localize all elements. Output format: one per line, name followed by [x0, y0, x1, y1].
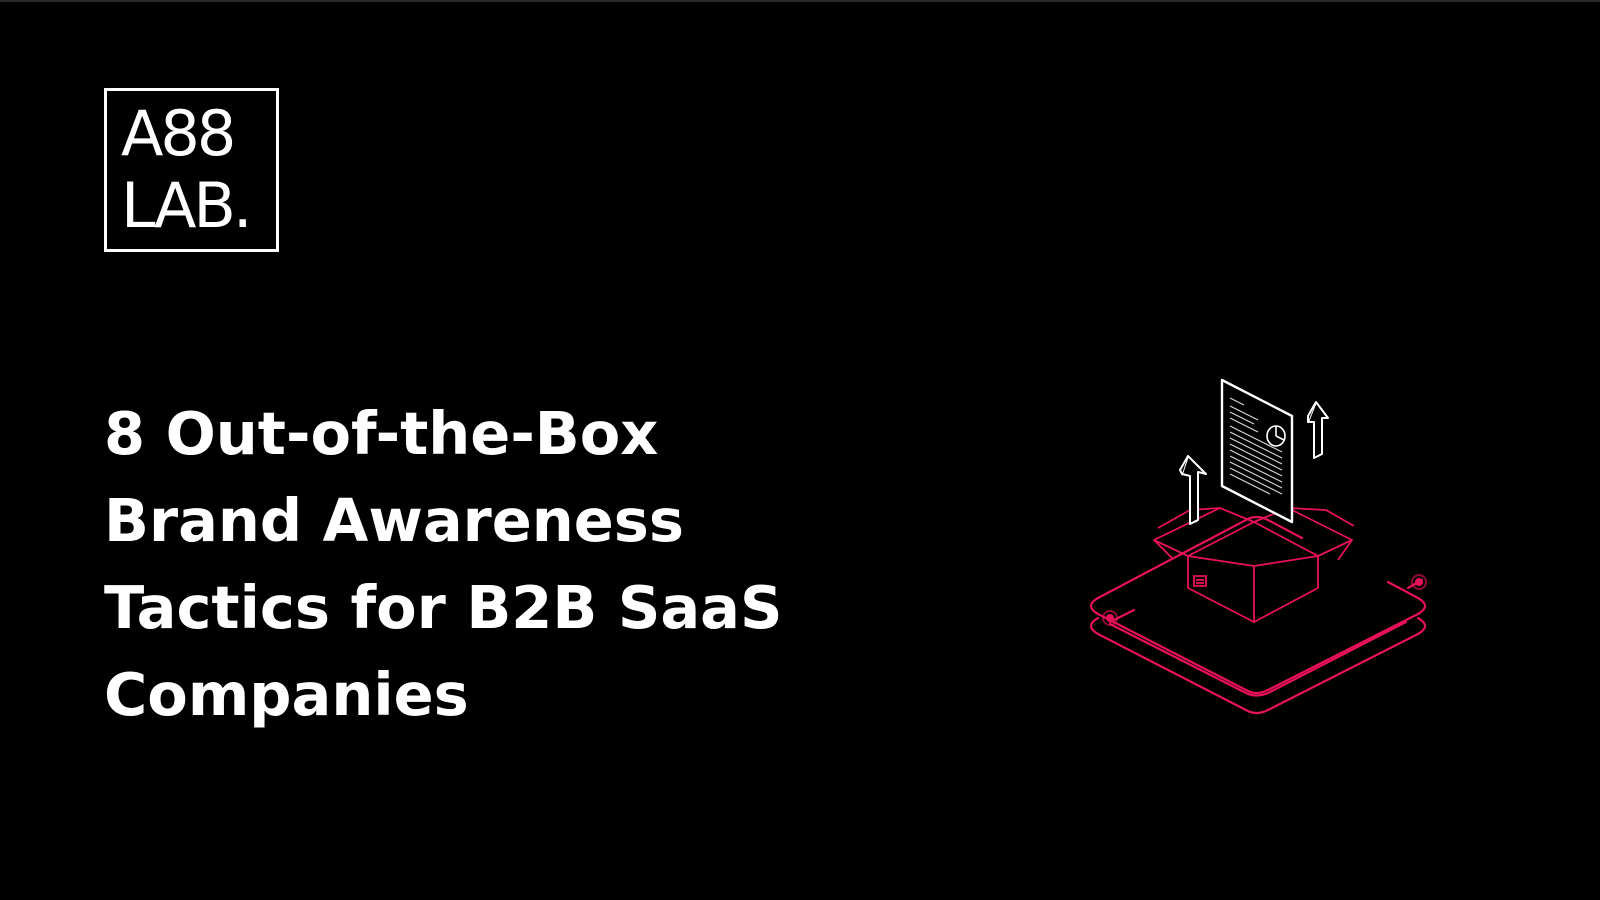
a88lab-logo: A88 LAB.: [104, 88, 279, 252]
title-line-3: Tactics for B2B SaaS: [104, 573, 783, 642]
title-line-2: Brand Awareness: [104, 486, 685, 555]
up-arrow-icon-right: [1307, 401, 1329, 459]
platform-outline: [1089, 515, 1427, 715]
title-line-1: 8 Out-of-the-Box: [104, 399, 659, 468]
logo-text-line-1: A88: [121, 97, 236, 170]
document-pie-chart: [1266, 425, 1286, 447]
top-border: [0, 0, 1600, 2]
document-text-lines: [1229, 397, 1283, 495]
title-line-4: Companies: [104, 660, 469, 729]
up-arrow-icon-left: [1179, 455, 1207, 525]
open-box-with-document-and-arrows-icon: [1089, 378, 1427, 715]
open-box: [1153, 507, 1355, 623]
page-title: 8 Out-of-the-Box Brand Awareness Tactics…: [104, 390, 924, 738]
connection-nodes: [1102, 574, 1427, 626]
logo-text-line-2: LAB.: [121, 169, 253, 242]
